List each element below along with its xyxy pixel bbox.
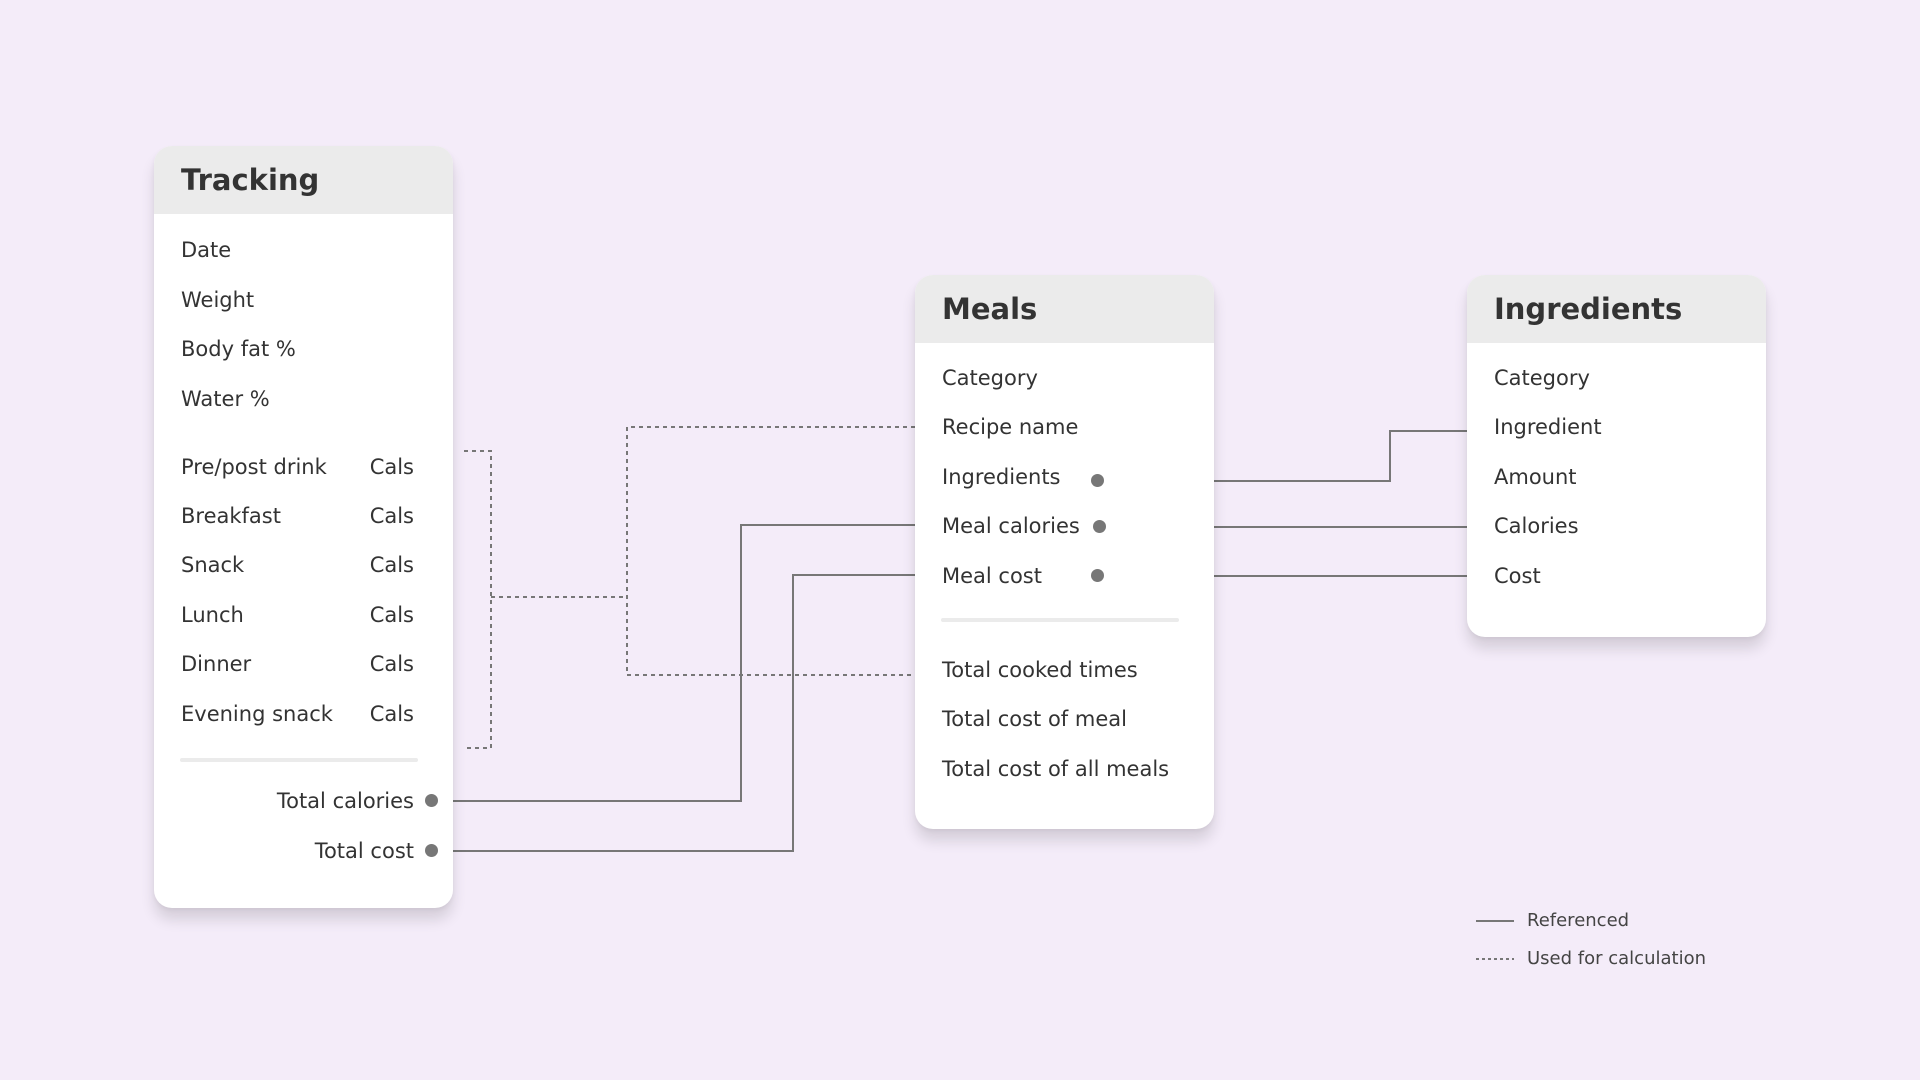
meals-total-cooked-times: Total cooked times <box>942 658 1138 682</box>
tracking-field-weight: Weight <box>181 288 255 312</box>
ref-connector-total-cost <box>432 574 915 852</box>
tracking-total-calories: Total calories <box>276 789 414 813</box>
ref-connector-total-calories <box>432 524 915 802</box>
meals-field-recipe-name: Recipe name <box>942 415 1079 439</box>
tracking-meal-lunch: Lunch <box>181 603 244 627</box>
ingredients-table-card: Ingredients Category Ingredient Amount C… <box>1467 275 1766 637</box>
legend-referenced-label: Referenced <box>1527 910 1630 931</box>
tracking-field-body-fat: Body fat % <box>181 337 296 361</box>
ingredients-field-category: Category <box>1494 366 1590 390</box>
tracking-title: Tracking <box>181 163 320 197</box>
calc-connector-recipe-name <box>626 426 915 676</box>
tracking-meal-unit: Cals <box>369 702 414 726</box>
meal-calories-connector-dot <box>1093 520 1106 533</box>
meals-title: Meals <box>942 292 1038 326</box>
ingredients-field-amount: Amount <box>1494 465 1577 489</box>
meals-field-category: Category <box>942 366 1038 390</box>
ingredients-title: Ingredients <box>1494 292 1683 326</box>
meals-field-meal-cost: Meal cost <box>942 564 1042 588</box>
ingredients-field-cost: Cost <box>1494 564 1541 588</box>
tracking-table-card: Tracking Date Weight Body fat % Water % … <box>154 146 453 908</box>
ref-connector-ingredients <box>1098 430 1467 482</box>
total-calories-connector-dot <box>425 794 438 807</box>
meals-field-ingredients: Ingredients <box>942 465 1061 489</box>
tracking-meal-snack: Snack <box>181 553 245 577</box>
tracking-meal-unit: Cals <box>369 455 414 479</box>
meals-total-cost-of-meal: Total cost of meal <box>942 707 1127 731</box>
tracking-field-water: Water % <box>181 387 270 411</box>
meal-cost-connector-dot <box>1091 569 1104 582</box>
tracking-meal-breakfast: Breakfast <box>181 504 281 528</box>
legend-calculation-label: Used for calculation <box>1527 948 1706 969</box>
meals-table-card: Meals Category Recipe name Ingredients M… <box>915 275 1214 829</box>
ingredients-field-calories: Calories <box>1494 514 1579 538</box>
tracking-meal-unit: Cals <box>369 603 414 627</box>
total-cost-connector-dot <box>425 844 438 857</box>
meals-field-meal-calories: Meal calories <box>942 514 1080 538</box>
calc-connector-bracket <box>464 450 492 749</box>
solid-line-icon <box>1476 920 1514 922</box>
tracking-meal-dinner: Dinner <box>181 652 252 676</box>
tracking-meal-unit: Cals <box>369 553 414 577</box>
tracking-field-date: Date <box>181 238 232 262</box>
meals-divider <box>941 618 1179 622</box>
tracking-meal-pre-post-drink: Pre/post drink <box>181 455 327 479</box>
tracking-total-cost: Total cost <box>314 839 414 863</box>
meals-header: Meals <box>915 275 1214 343</box>
tracking-divider <box>180 758 418 762</box>
ingredients-connector-dot <box>1091 474 1104 487</box>
meals-total-cost-of-all-meals: Total cost of all meals <box>942 757 1170 781</box>
tracking-header: Tracking <box>154 146 453 214</box>
tracking-meal-unit: Cals <box>369 504 414 528</box>
tracking-meal-unit: Cals <box>369 652 414 676</box>
ingredients-field-ingredient: Ingredient <box>1494 415 1602 439</box>
tracking-meal-evening-snack: Evening snack <box>181 702 333 726</box>
ingredients-header: Ingredients <box>1467 275 1766 343</box>
dotted-line-icon <box>1476 958 1514 960</box>
